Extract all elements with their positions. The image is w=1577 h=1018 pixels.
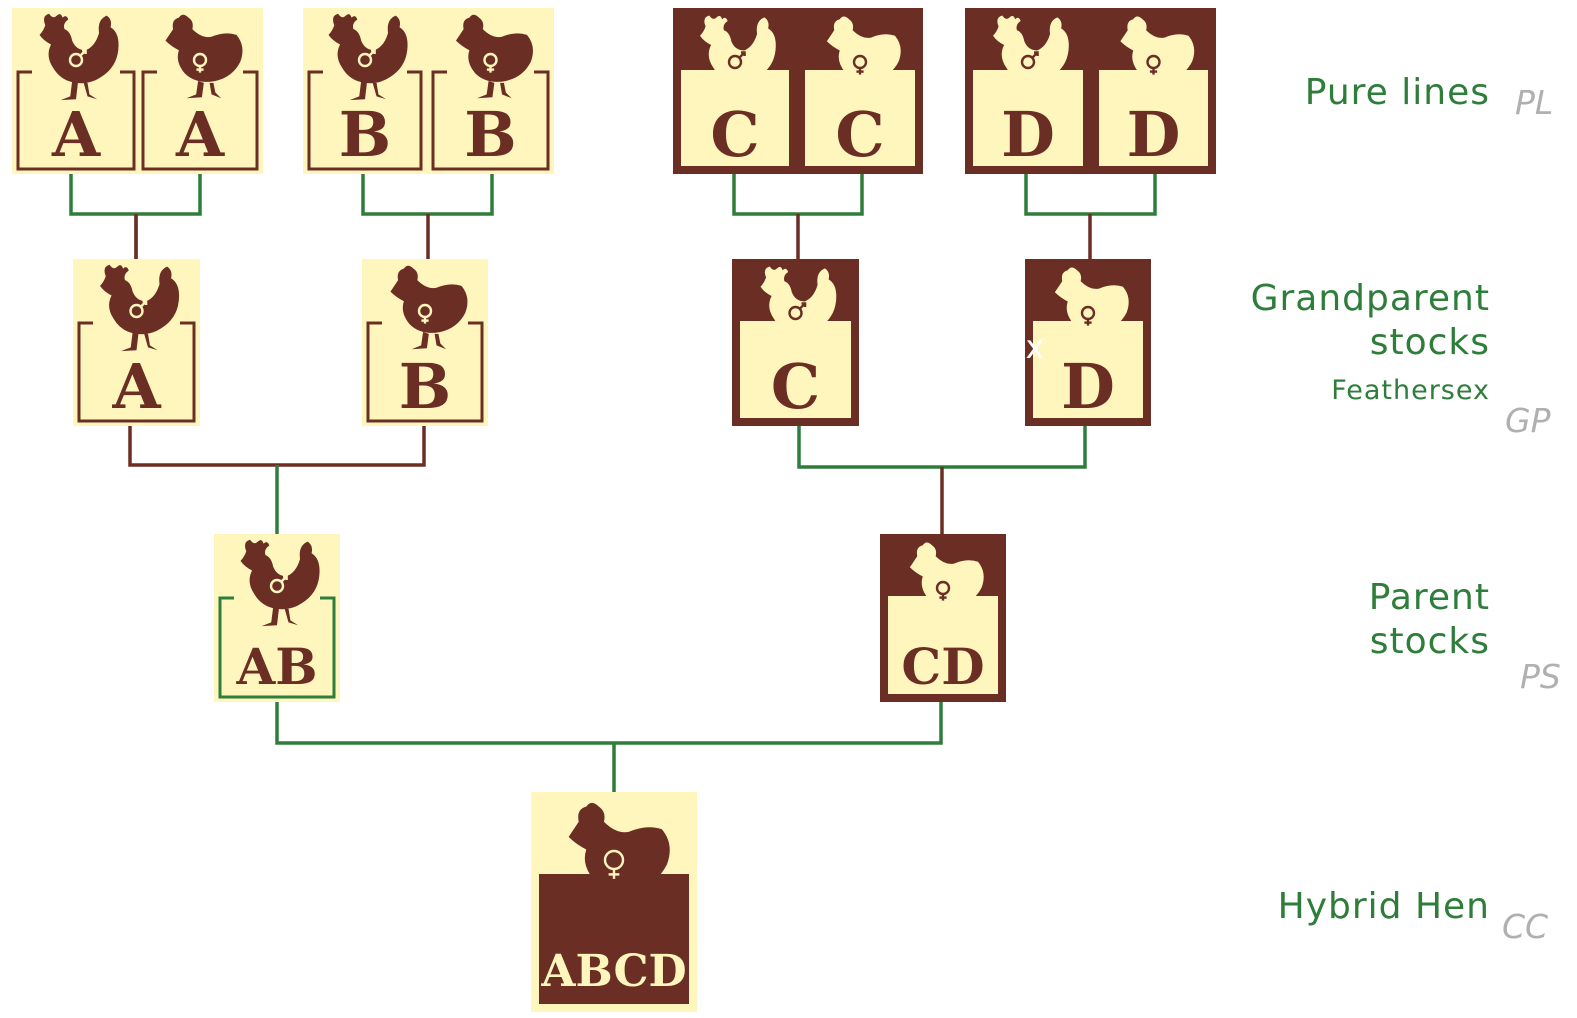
label-parent-line2: stocks — [1370, 621, 1490, 662]
box-frame — [366, 321, 484, 423]
box-pl-c-male: C — [673, 8, 797, 174]
box-letter: A — [111, 350, 161, 423]
label-hybrid-hen: Hybrid Hen — [1278, 886, 1490, 927]
box-pl-a-male: A — [12, 8, 140, 174]
box-pl-c-female: C — [797, 8, 923, 174]
box-letter: B — [464, 98, 516, 171]
connector-gp-cd — [797, 426, 1087, 469]
abbr-ps: PS — [1520, 657, 1561, 696]
box-frame — [431, 70, 550, 171]
box-frame — [141, 70, 259, 171]
box-letter: C — [710, 98, 759, 171]
box-letter: ABCD — [540, 946, 686, 997]
box-gp-c: C — [732, 259, 859, 426]
label-grandparent-line1: Grandparent — [1251, 278, 1490, 319]
cross-mark: x — [1026, 328, 1045, 366]
box-frame — [16, 70, 136, 171]
box-letter: D — [1127, 98, 1181, 171]
box-letter: B — [399, 350, 451, 423]
label-pure-lines: Pure lines — [1305, 72, 1490, 113]
connector-pl-b — [361, 174, 494, 216]
connector-gp-ab — [128, 426, 426, 467]
box-pl-b-male: B — [303, 8, 427, 174]
box-gp-b: B — [362, 259, 488, 426]
box-letter: A — [175, 98, 225, 171]
connector-pl-c — [732, 174, 864, 216]
box-frame — [307, 70, 423, 171]
connector-pl-d — [1024, 174, 1157, 216]
box-ps-ab: AB — [214, 534, 340, 702]
abbr-cc: CC — [1502, 907, 1548, 946]
connector-ps-cc — [275, 702, 943, 792]
box-pl-d-female: D — [1091, 8, 1216, 174]
box-frame — [218, 596, 336, 699]
connector-lines — [69, 174, 1157, 792]
box-letter: AB — [235, 637, 317, 696]
box-pl-a-female: A — [137, 8, 263, 174]
box-letter: CD — [901, 637, 984, 696]
box-gp-a: A — [73, 259, 200, 426]
box-letter: B — [339, 98, 391, 171]
label-grandparent-line2: stocks — [1370, 322, 1490, 363]
box-letter: A — [51, 98, 101, 171]
box-letter: D — [1061, 350, 1115, 423]
box-letter: C — [771, 350, 820, 423]
abbr-pl: PL — [1515, 83, 1553, 122]
box-ps-cd: CD — [880, 534, 1006, 702]
abbr-gp: GP — [1505, 401, 1551, 440]
box-cc-abcd: ABCD — [531, 792, 697, 1012]
box-letter: C — [835, 98, 884, 171]
label-feathersex: Feathersex — [1331, 375, 1490, 406]
label-parent-line1: Parent — [1369, 577, 1490, 618]
box-gp-d: D — [1025, 259, 1151, 426]
box-pl-b-female: B — [427, 8, 554, 174]
box-letter: D — [1001, 98, 1055, 171]
box-pl-d-male: D — [965, 8, 1091, 174]
box-frame — [77, 321, 196, 423]
